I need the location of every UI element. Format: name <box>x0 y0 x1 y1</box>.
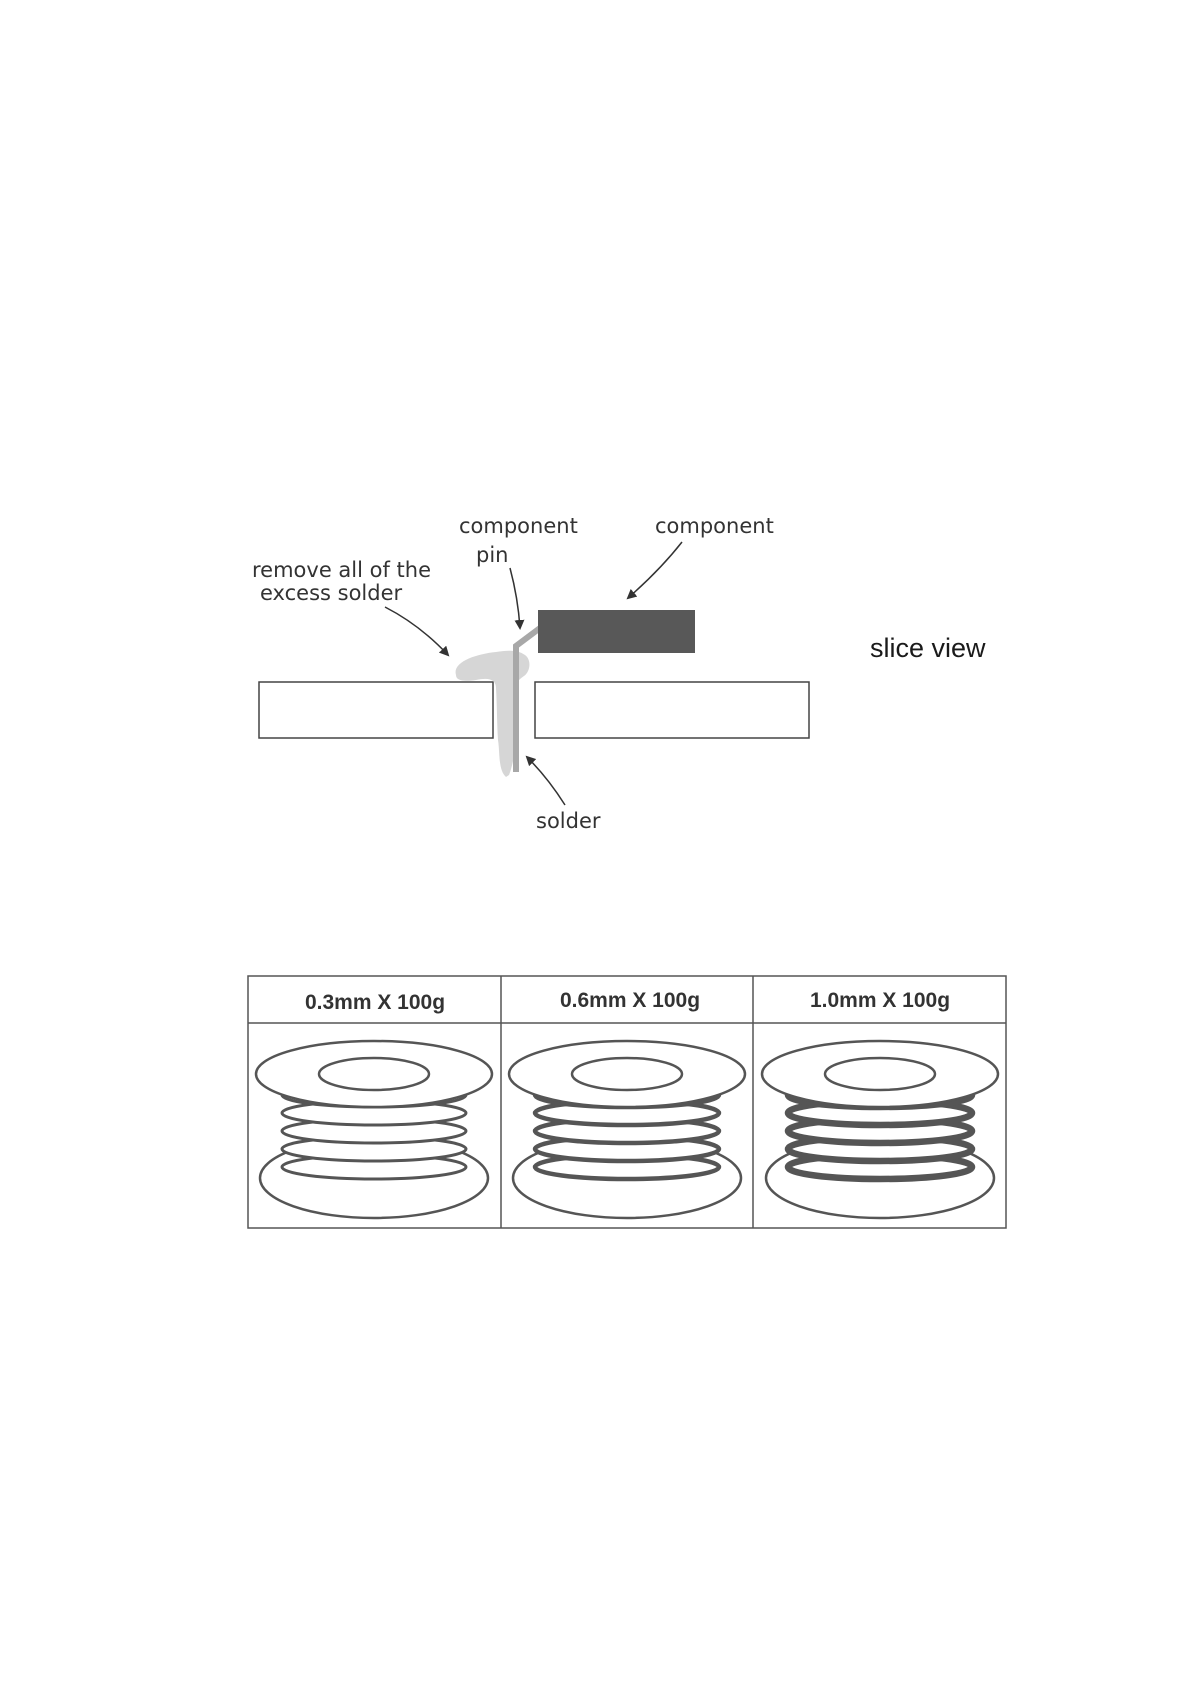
arrow-to-component-pin <box>510 568 520 628</box>
solder-slice-diagram: remove all of the excess solder componen… <box>252 514 986 833</box>
header-0-3mm: 0.3mm X 100g <box>305 991 445 1014</box>
label-component-pin-line1: component <box>459 514 578 538</box>
label-excess-solder-line2: excess solder <box>260 581 403 605</box>
header-0-6mm: 0.6mm X 100g <box>560 989 700 1012</box>
label-solder: solder <box>536 809 601 833</box>
label-slice-view: slice view <box>870 633 986 663</box>
component-body <box>538 610 695 653</box>
spool-0-3mm-icon <box>256 1041 492 1218</box>
solder-spool-table: 0.3mm X 100g 0.6mm X 100g 1.0mm X 100g <box>248 976 1006 1228</box>
spool-1-0mm-icon <box>762 1041 998 1218</box>
label-excess-solder-line1: remove all of the <box>252 558 431 582</box>
label-component: component <box>655 514 774 538</box>
pcb-board-right <box>535 682 809 738</box>
arrow-to-excess-solder <box>385 607 448 655</box>
spool-0-6mm-icon <box>509 1041 745 1218</box>
pcb-board-left <box>259 682 493 738</box>
arrow-to-solder <box>527 757 565 805</box>
header-1-0mm: 1.0mm X 100g <box>810 989 950 1012</box>
label-component-pin-line2: pin <box>476 543 508 567</box>
arrow-to-component <box>628 542 682 598</box>
